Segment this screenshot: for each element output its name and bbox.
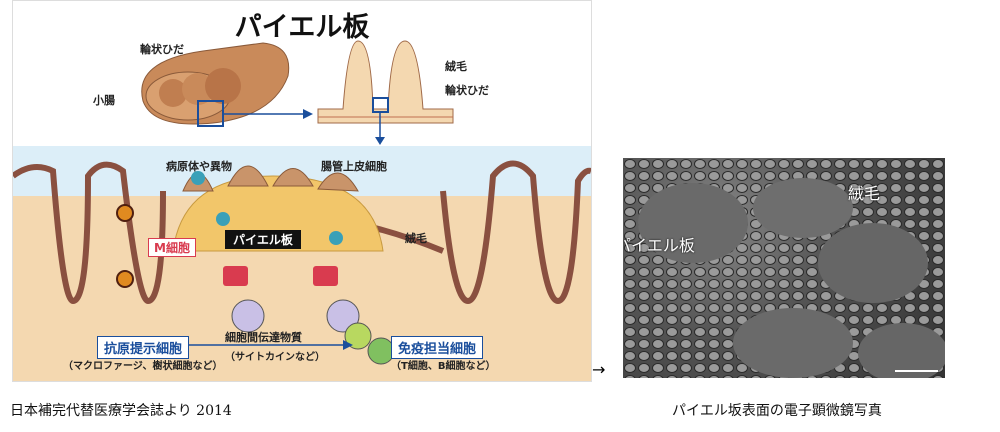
- caption-right: パイエル坂表面の電子顕微鏡写真: [672, 403, 882, 419]
- pathogen-icon: [329, 231, 343, 245]
- label-villus: 絨毛: [405, 232, 427, 245]
- label-immune-note: （T細胞、B細胞など）: [391, 361, 496, 372]
- micrograph-texture: [623, 158, 945, 378]
- label-small-intestine: 小腸: [93, 94, 115, 107]
- label-fold-right: 輪状ひだ: [445, 84, 489, 97]
- antigen-presenting-cell-icon: [231, 299, 265, 333]
- label-mediator-note: （サイトカインなど）: [225, 352, 325, 363]
- label-pathogen: 病原体や異物: [166, 160, 232, 173]
- arrow: →: [592, 360, 606, 379]
- label-epithelial: 腸管上皮細胞: [321, 160, 387, 173]
- peyer-diagram: パイエル板 輪状ひだ 小腸 絨毛 輪状ひだ 病原体や異物 腸管上皮細胞 パイエル…: [12, 0, 592, 382]
- dome-bumps: [182, 165, 359, 192]
- caption-left: 日本補完代替医療学会誌より 2014: [10, 403, 232, 419]
- m-cell-right: [313, 266, 338, 286]
- label-fold-left: 輪状ひだ: [140, 43, 184, 56]
- m-cell-left: [223, 266, 248, 286]
- electron-micrograph: 絨毛 パイエル板: [623, 158, 945, 378]
- label-villus-top: 絨毛: [445, 60, 467, 73]
- photo-label-villus: 絨毛: [848, 184, 881, 203]
- dendritic-cell-icon: [116, 270, 134, 288]
- label-antigen-presenting-cell: 抗原提示細胞: [97, 336, 190, 359]
- diagram-illustration: [13, 1, 591, 381]
- photo-label-peyer: パイエル板: [623, 236, 695, 255]
- label-m-cell: M細胞: [148, 238, 196, 257]
- diagram-title: パイエル板: [234, 12, 370, 43]
- label-peyer: パイエル板: [225, 230, 301, 249]
- villi-cross-section: [317, 40, 454, 145]
- pathogen-icon: [216, 212, 230, 226]
- pathogen-icon: [191, 171, 205, 185]
- small-intestine-drawing: [141, 42, 313, 127]
- label-immune-cell: 免疫担当細胞: [391, 336, 484, 359]
- label-mediator: 細胞間伝達物質: [225, 331, 302, 344]
- label-apc-note: （マクロファージ、樹状細胞など）: [63, 361, 223, 372]
- dendritic-cell-icon: [116, 204, 134, 222]
- immune-cell-icon: [344, 322, 372, 350]
- antigen-presenting-cell-icon: [326, 299, 360, 333]
